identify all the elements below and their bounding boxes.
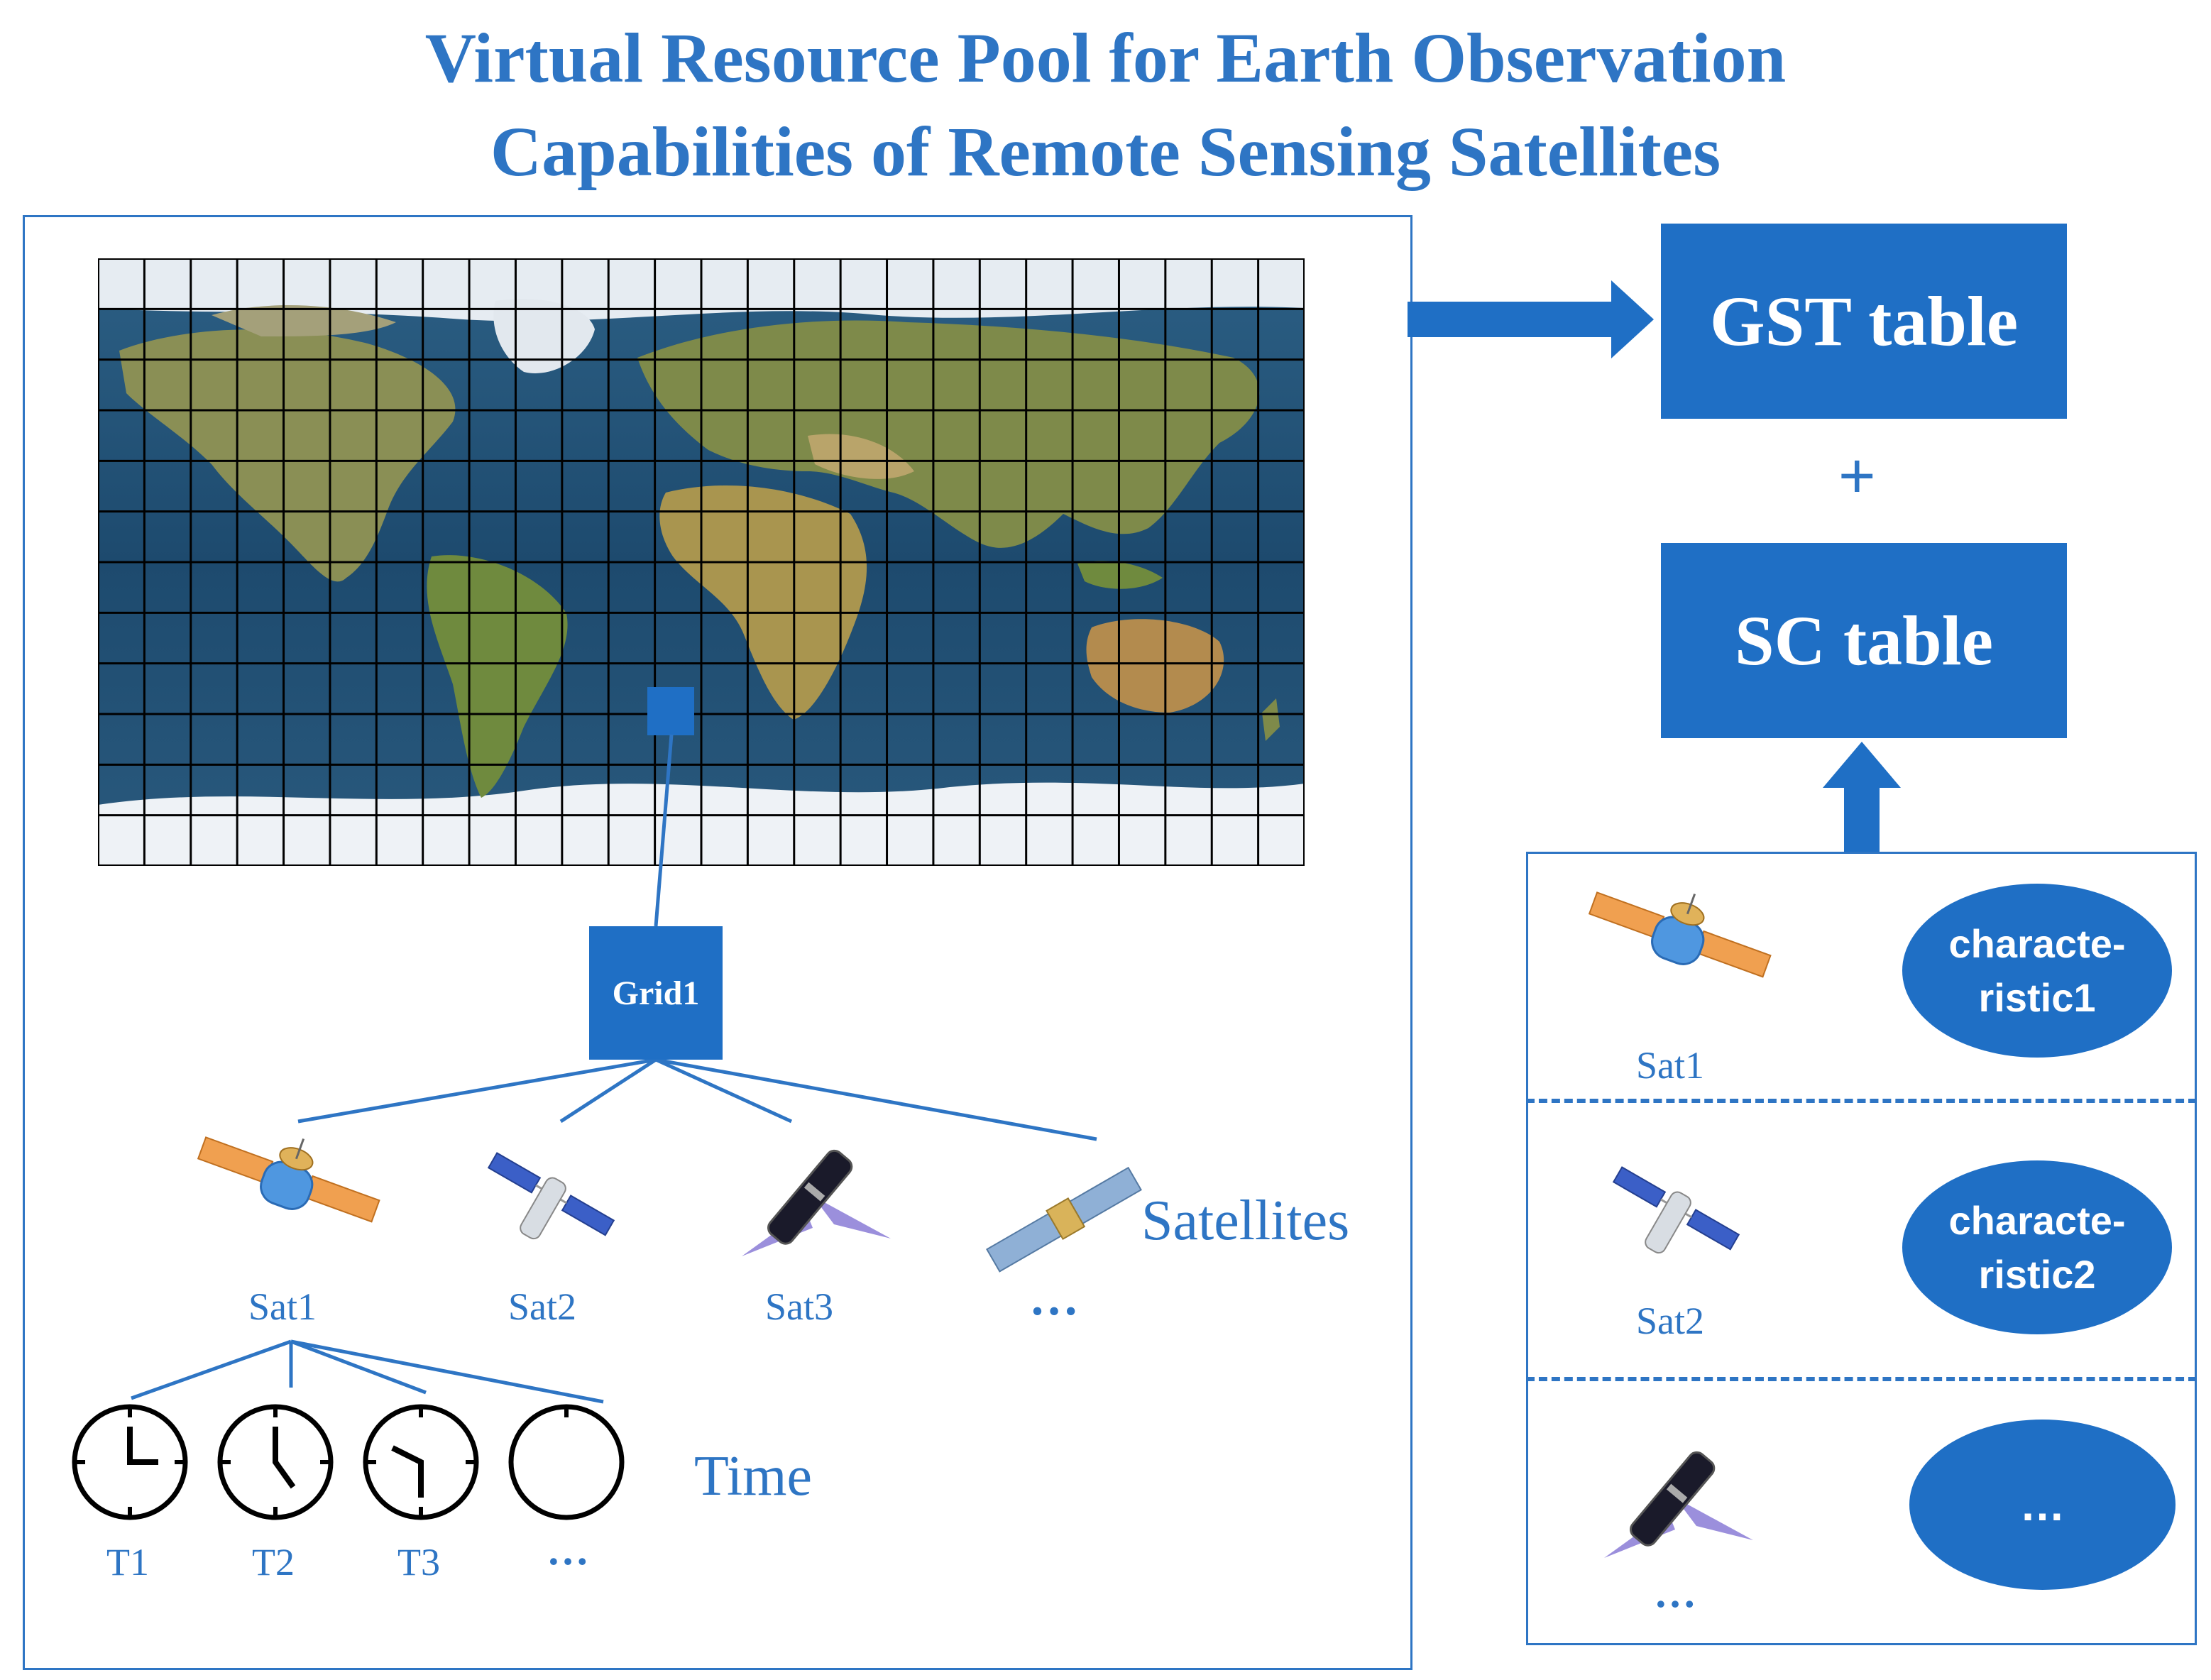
clock-icon — [70, 1402, 190, 1522]
characteristic-more-oval: … — [1909, 1420, 2176, 1590]
t1-label: T1 — [106, 1540, 149, 1584]
sc-table-box: SC table — [1661, 543, 2067, 738]
satellite-icon — [1604, 1150, 1746, 1270]
more-satellites-label: … — [1029, 1270, 1079, 1327]
arrow-to-sc — [1823, 742, 1901, 852]
gst-table-box: GST table — [1661, 224, 2067, 419]
t2-label: T2 — [252, 1540, 295, 1584]
clock-icon — [361, 1402, 481, 1522]
sat3-label: Sat3 — [765, 1285, 833, 1329]
clock-icon — [506, 1402, 627, 1522]
characteristic2-oval: characte- ristic2 — [1902, 1160, 2172, 1334]
sat1-label: Sat1 — [248, 1285, 317, 1329]
characteristic-line1: characte- — [1948, 1194, 2125, 1248]
characteristic-line2: ristic1 — [1979, 971, 2096, 1025]
satellite-icon — [479, 1136, 621, 1256]
more-times-label: … — [547, 1526, 589, 1575]
time-group-label: Time — [694, 1444, 812, 1509]
satellite-icon — [728, 1139, 898, 1260]
satellite-icon — [186, 1125, 385, 1253]
plus-sign: + — [1838, 440, 1876, 513]
characteristic1-oval: characte- ristic1 — [1902, 884, 2172, 1058]
satellite-icon — [980, 1153, 1150, 1288]
clock-icon — [215, 1402, 336, 1522]
row-separator — [1526, 1099, 2197, 1103]
char-sat2-label: Sat2 — [1636, 1299, 1704, 1343]
char-more-label: … — [1654, 1569, 1696, 1618]
sat2-label: Sat2 — [508, 1285, 576, 1329]
grid1-box: Grid1 — [589, 926, 723, 1060]
satellite-icon — [1577, 880, 1776, 1008]
row-separator — [1526, 1377, 2197, 1381]
characteristic-line1: … — [2020, 1478, 2065, 1532]
char-sat1-label: Sat1 — [1636, 1043, 1704, 1087]
satellite-icon — [1590, 1441, 1760, 1561]
characteristic-line1: characte- — [1948, 917, 2125, 971]
satellites-group-label: Satellites — [1141, 1189, 1349, 1253]
t3-label: T3 — [397, 1540, 440, 1584]
arrow-to-gst — [1408, 280, 1654, 358]
characteristic-line2: ristic2 — [1979, 1248, 2096, 1302]
